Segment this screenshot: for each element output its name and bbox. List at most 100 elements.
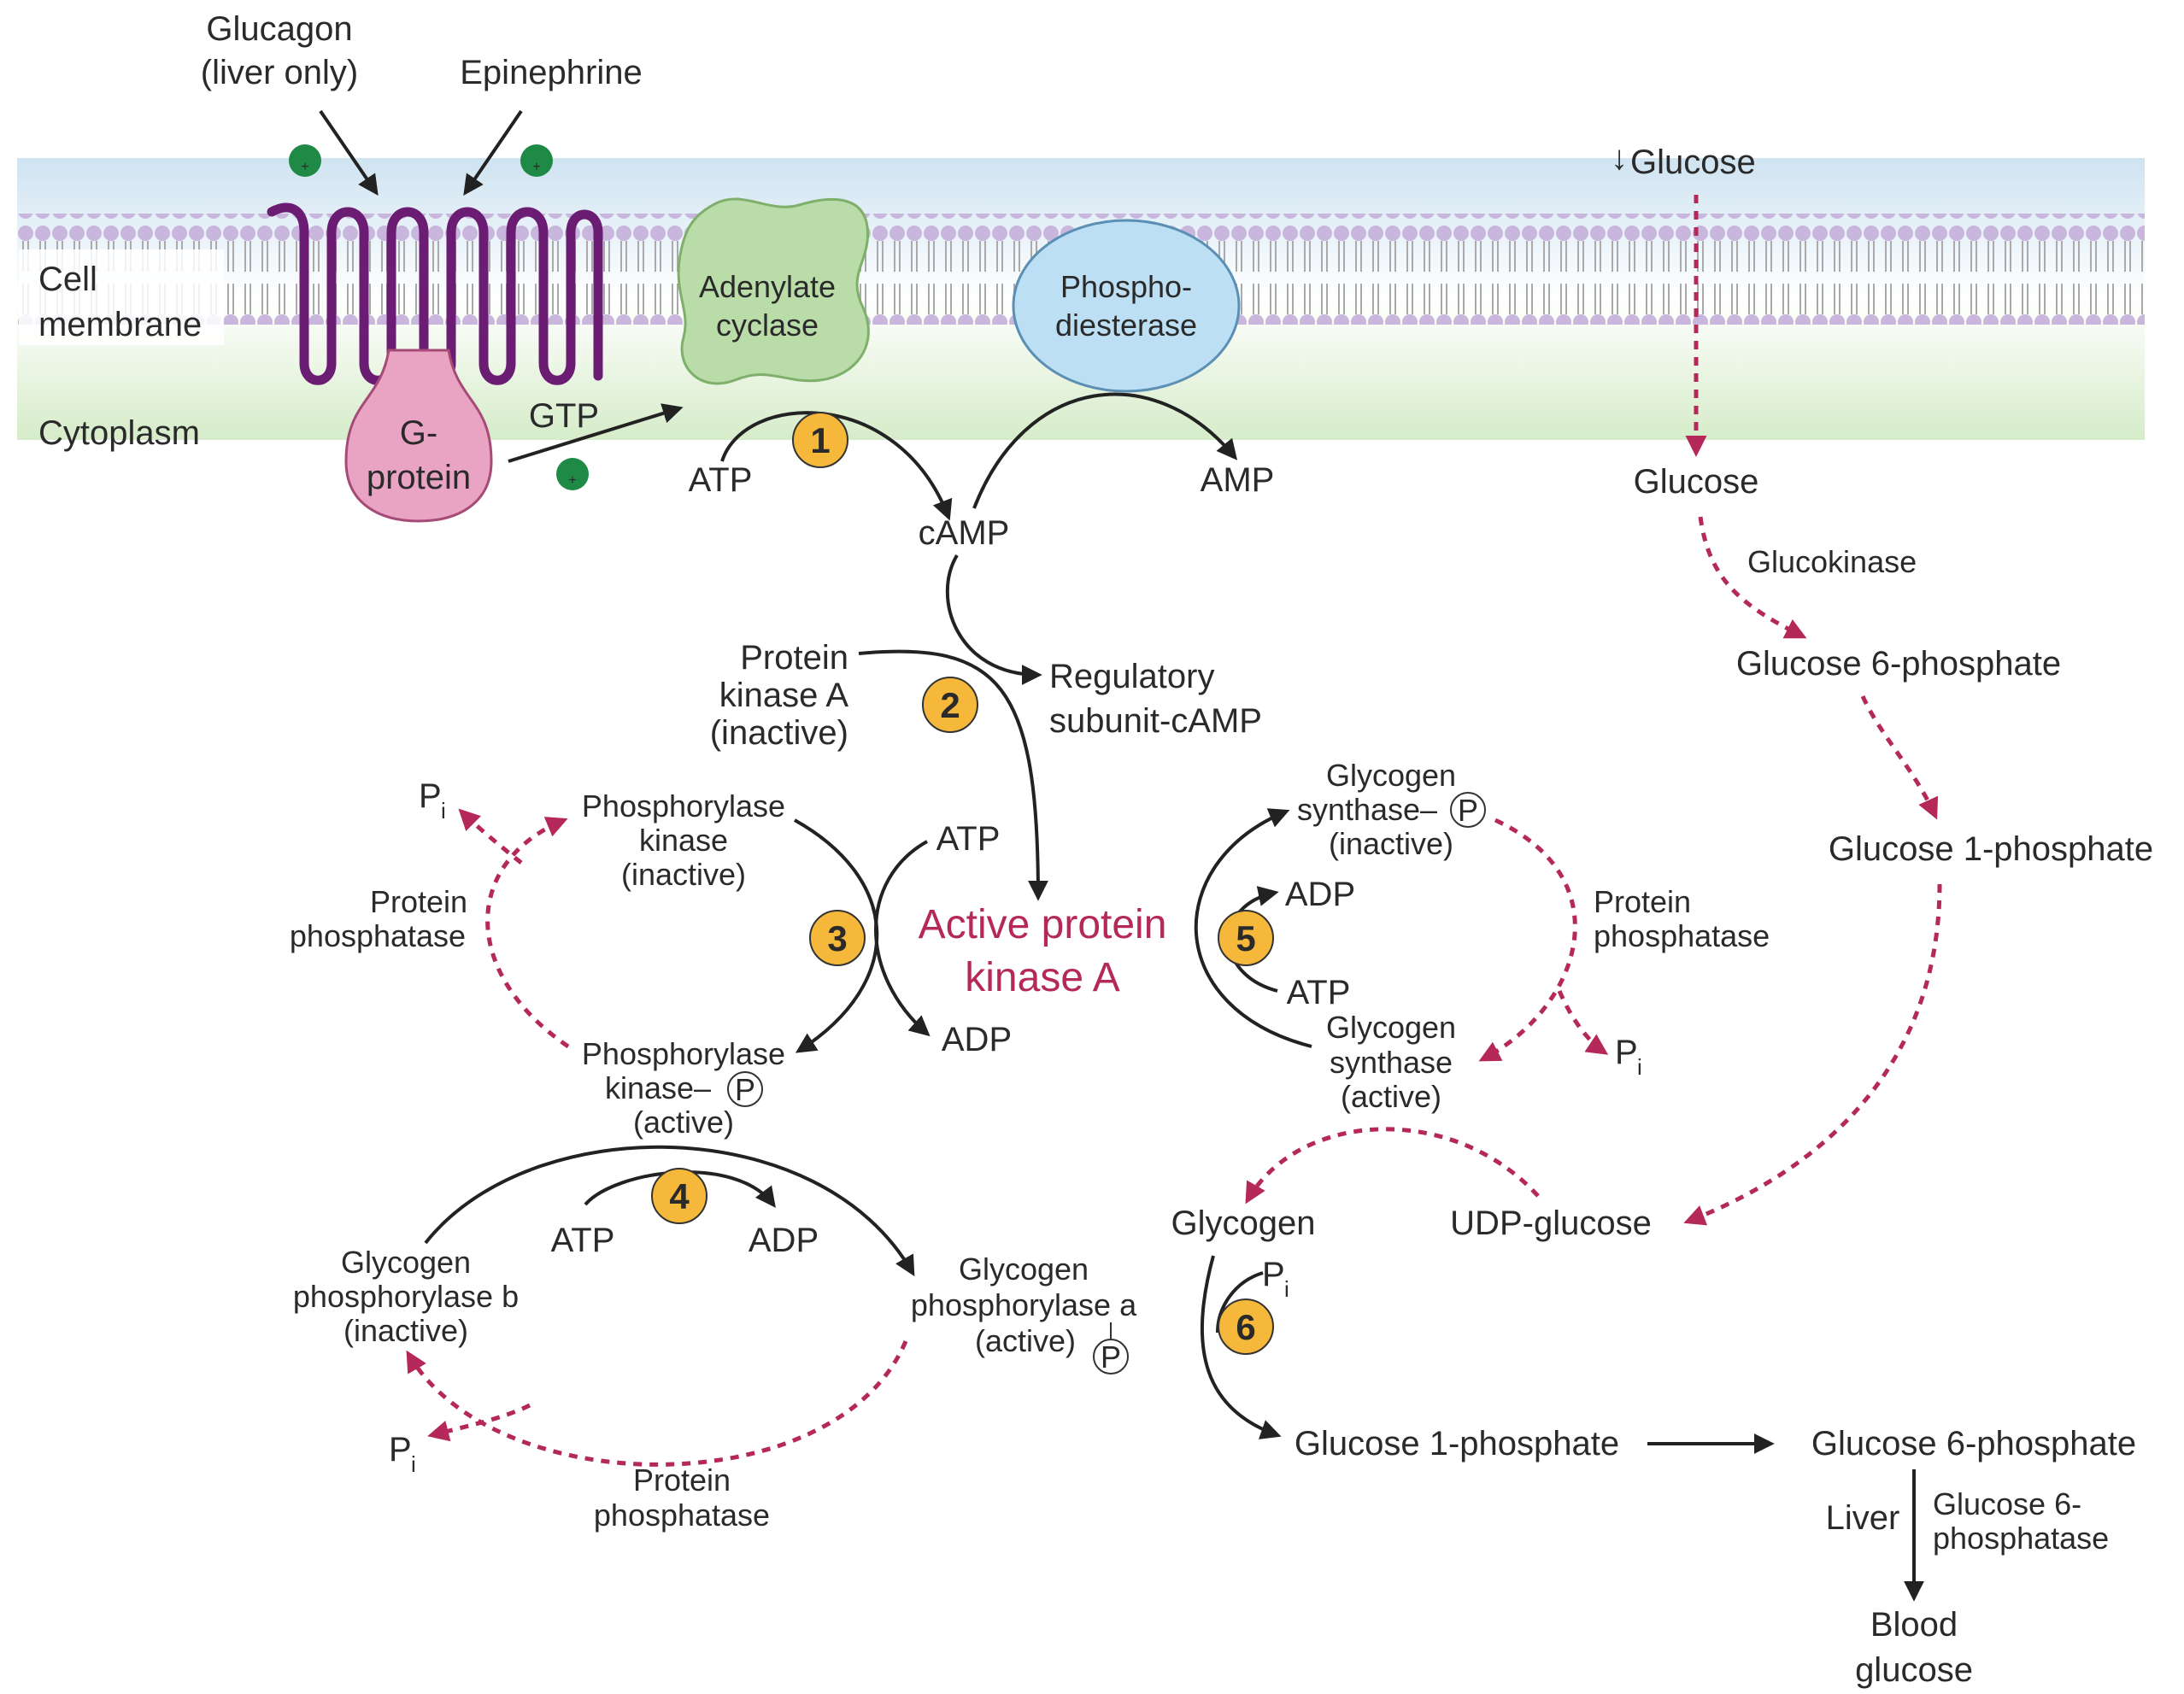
synthase-inactive-label-line2: synthase–	[1297, 792, 1437, 827]
phosphodiesterase-label-line1: Phospho-	[1060, 269, 1192, 304]
regulatory-subunit-label-line2: subunit-cAMP	[1049, 702, 1262, 740]
synthase-pi-label: P	[1615, 1034, 1638, 1071]
phosphorylase-pi-release-arrow	[427, 1403, 531, 1442]
adp-label-step3: ADP	[942, 1021, 1012, 1058]
pka-activation-arrow	[858, 649, 1048, 901]
glycogenolysis-arrow	[1200, 1255, 1282, 1439]
phk-pi-subscript: i	[441, 798, 446, 824]
synthase-inactive-label-line3: (inactive)	[1329, 826, 1453, 861]
phosphorylase-pi-subscript: i	[411, 1451, 416, 1477]
g-protein-to-adenylate-cyclase-arrow	[508, 403, 684, 463]
step-badge-5: 5	[1218, 910, 1274, 966]
phk-dephosphorylation-arrow	[485, 817, 570, 1049]
gtp-label: GTP	[529, 397, 599, 435]
adp-label-step5: ADP	[1285, 876, 1355, 913]
camp-label: cAMP	[919, 514, 1010, 552]
svg-text:3: 3	[827, 918, 847, 958]
phosphorylase-phosphatase-label-line2: phosphatase	[594, 1498, 770, 1533]
svg-text:2: 2	[940, 685, 960, 725]
phosphate-symbol: P	[727, 1071, 763, 1107]
active-pka-label-line1: Active protein	[919, 902, 1167, 947]
adenylate-cyclase: Adenylate cyclase	[677, 197, 870, 385]
glucose-1-phosphate-bottom-label: Glucose 1-phosphate	[1295, 1425, 1619, 1462]
atp-label-step3: ATP	[936, 820, 1001, 858]
svg-text:+: +	[301, 160, 308, 174]
svg-text:5: 5	[1236, 918, 1255, 958]
cytoplasm-label: Cytoplasm	[38, 414, 200, 452]
phosphorylase-a-label-line2: phosphorylase a	[911, 1287, 1137, 1322]
phosphorylase-pi-label: P	[389, 1431, 412, 1468]
blood-glucose-label-line1: Blood	[1870, 1606, 1958, 1644]
phk-inactive-label-line1: Phosphorylase	[582, 788, 785, 824]
phosphodiesterase-label-line2: diesterase	[1055, 308, 1197, 343]
udp-glucose-label: UDP-glucose	[1450, 1205, 1652, 1242]
stimulation-badge-gtp: +	[556, 458, 589, 490]
synthase-pi-subscript: i	[1637, 1054, 1642, 1080]
glucose-6-phosphate-bottom-label: Glucose 6-phosphate	[1811, 1425, 2136, 1462]
atp-label-camp: ATP	[689, 461, 753, 499]
synthase-active-label-line2: synthase	[1330, 1045, 1453, 1080]
synthase-active-label-line1: Glycogen	[1326, 1010, 1456, 1045]
pka-inactive-label-line3: (inactive)	[710, 714, 848, 752]
step-badge-2: 2	[922, 677, 978, 733]
liver-label: Liver	[1826, 1499, 1900, 1537]
blood-glucose-label-line2: glucose	[1855, 1651, 1973, 1689]
glycogenolysis-pi-label: P	[1262, 1256, 1285, 1293]
synthase-pi-release-arrow	[1557, 990, 1609, 1055]
glycogen-synthase-cycle: Glycogen synthase– P (inactive) Glycogen…	[1194, 758, 1770, 1114]
glycogen-phosphorylase-cycle: ATP ADP Glycogen phosphorylase b (inacti…	[293, 1145, 1137, 1533]
phosphorylase-phosphatase-label-line1: Protein	[633, 1462, 731, 1498]
glycogenolysis-pi-subscript: i	[1284, 1276, 1289, 1302]
receptor-region: Glucagon (liver only) Epinephrine + + G-…	[201, 10, 643, 523]
phk-active-label-line3: (active)	[633, 1105, 734, 1140]
glucokinase-arrow	[1698, 516, 1807, 639]
udp-glucose-to-glycogen-arrow	[1245, 1127, 1540, 1205]
glucose-pathway: ↓ Glucose Glucose Glucokinase Glucose 6-…	[1171, 139, 2154, 1689]
phk-inactive-label-line2: kinase	[639, 823, 728, 858]
cell-membrane-label-line2: membrane	[38, 306, 202, 343]
pka-inactive-label-line2: kinase A	[719, 677, 849, 714]
glycogen-label: Glycogen	[1171, 1205, 1316, 1242]
camp-to-regulatory-arrow	[945, 554, 1042, 685]
epinephrine-label: Epinephrine	[460, 54, 643, 91]
svg-text:P: P	[735, 1072, 755, 1107]
svg-text:4: 4	[669, 1176, 690, 1216]
svg-text:6: 6	[1236, 1307, 1255, 1347]
membrane-label-box	[19, 249, 224, 345]
phk-pi-release-arrow	[458, 808, 523, 865]
phosphorylase-a-label-line1: Glycogen	[959, 1251, 1089, 1287]
synthase-inactive-label-line1: Glycogen	[1326, 758, 1456, 793]
atp-to-adp-step3-arrow	[874, 840, 931, 1037]
glucose-decrease-arrow: ↓	[1611, 139, 1628, 177]
step-badge-1: 1	[792, 412, 848, 468]
svg-text:P: P	[1101, 1339, 1121, 1375]
active-pka-label-line2: kinase A	[965, 955, 1119, 1000]
phosphate-symbol: P	[1093, 1322, 1129, 1375]
camp-production: GTP + ATP cAMP AMP Protein kinase A (ina…	[508, 392, 1274, 1000]
glucose-6-phosphate-label: Glucose 6-phosphate	[1736, 645, 2061, 683]
synthase-phosphatase-label-line2: phosphatase	[1594, 918, 1770, 953]
g-protein: G- protein	[344, 349, 493, 523]
synthase-active-label-line3: (active)	[1341, 1079, 1441, 1114]
step-badge-3: 3	[809, 910, 866, 966]
glucose-label: Glucose	[1634, 463, 1759, 501]
glucagon-label-line1: Glucagon	[206, 10, 352, 48]
extracellular-glucose-label: Glucose	[1630, 144, 1756, 181]
phk-active-label-line2: kinase–	[605, 1070, 711, 1105]
svg-text:+: +	[568, 473, 576, 488]
atp-label-step5: ATP	[1287, 974, 1351, 1011]
phosphorylase-b-label-line3: (inactive)	[343, 1313, 468, 1348]
svg-text:P: P	[1458, 793, 1478, 828]
adp-label-step4: ADP	[749, 1222, 819, 1259]
step-badge-4: 4	[651, 1168, 707, 1224]
phk-phosphatase-label-line1: Protein	[370, 884, 467, 919]
phk-active-label-line1: Phosphorylase	[582, 1036, 785, 1071]
g6pase-label-line1: Glucose 6-	[1933, 1486, 2081, 1521]
svg-text:1: 1	[810, 420, 830, 460]
g-protein-label-line1: G-	[400, 414, 437, 452]
adenylate-cyclase-label-line2: cyclase	[716, 308, 819, 343]
pka-inactive-label-line1: Protein	[740, 639, 848, 677]
phosphodiesterase: Phospho- diesterase	[1012, 219, 1241, 393]
synthase-phosphatase-label-line1: Protein	[1594, 884, 1691, 919]
